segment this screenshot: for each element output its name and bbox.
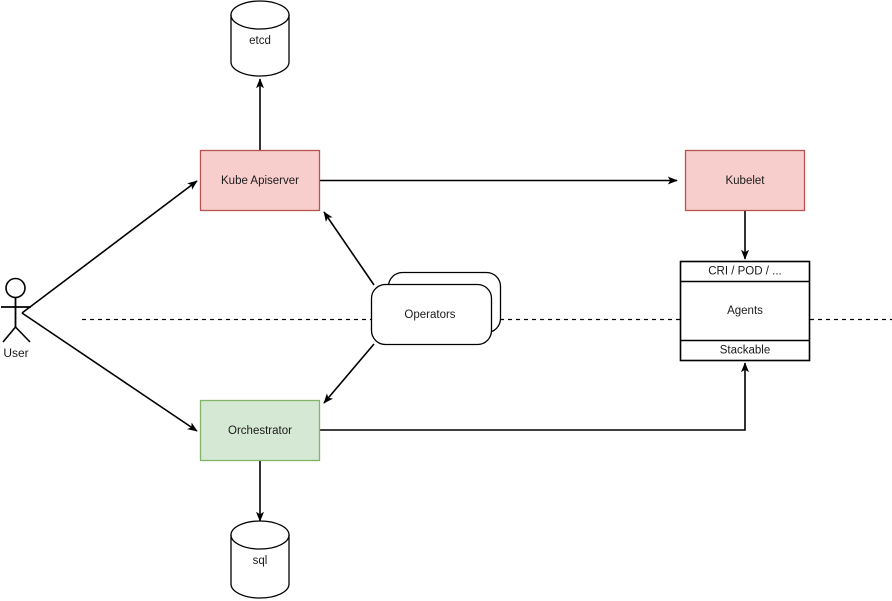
operators-label: Operators	[404, 309, 455, 321]
operators-front-card	[370, 283, 493, 346]
sql-cylinder-body	[230, 534, 290, 599]
etcd-cylinder-body	[230, 14, 290, 77]
orchestrator-label: Orchestrator	[228, 425, 292, 437]
orchestrator-box	[199, 399, 321, 462]
agents-label: Agents	[727, 305, 763, 317]
node-agents[interactable]: CRI / POD / ... Agents Stackable	[679, 260, 811, 362]
edge-operators-to-apiserver	[323, 211, 375, 286]
kubelet-label: Kubelet	[725, 175, 765, 187]
edge-operators-to-orchestrator	[323, 343, 375, 404]
edge-user-to-apiserver	[21, 180, 198, 314]
sql-label: sql	[253, 555, 268, 567]
kube-apiserver-box	[199, 149, 321, 212]
node-kube-apiserver[interactable]: Kube Apiserver	[199, 149, 321, 212]
node-operators[interactable]: Operators	[370, 271, 502, 346]
user-label: User	[3, 346, 28, 360]
user-leg-right	[14, 326, 31, 343]
actor-user[interactable]: User	[1, 277, 31, 361]
node-kubelet[interactable]: Kubelet	[684, 149, 806, 212]
kubelet-box	[684, 149, 806, 212]
node-orchestrator[interactable]: Orchestrator	[199, 399, 321, 462]
agents-footer-label: Stackable	[720, 345, 771, 357]
etcd-cylinder-top	[230, 0, 290, 30]
edge-user-to-orchestrator	[21, 312, 198, 432]
agents-outer-box	[679, 260, 811, 362]
node-etcd[interactable]: etcd	[230, 0, 290, 77]
sql-cylinder-top	[230, 520, 290, 550]
kube-apiserver-label: Kube Apiserver	[221, 175, 299, 187]
user-head-icon	[5, 277, 26, 299]
agents-header-label: CRI / POD / ...	[708, 266, 781, 278]
edge-orchestrator-to-stackable	[320, 362, 749, 431]
user-leg-left	[2, 326, 17, 343]
node-sql[interactable]: sql	[230, 520, 290, 599]
etcd-label: etcd	[249, 35, 271, 47]
